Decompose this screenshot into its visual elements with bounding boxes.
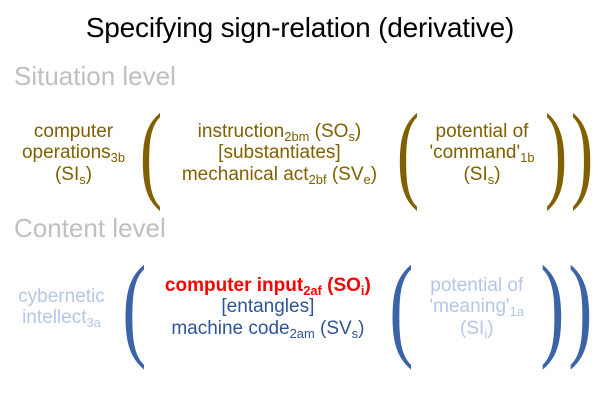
content-nexus-source: computer input2af (SOi) xyxy=(154,275,383,298)
content-potential-open-paren: ( xyxy=(389,242,414,371)
situation-nexus-source-role-close: ) xyxy=(354,121,362,143)
situation-nexus-target-role-close: ) xyxy=(370,163,378,185)
content-nexus-source-role-open: (SO xyxy=(321,275,361,297)
content-agent-cell: cybernetic intellect3a xyxy=(8,286,115,329)
content-close-paren-pair: ) ) xyxy=(533,242,600,371)
situation-nexus-close-paren: ) xyxy=(570,92,594,212)
situation-potential-open-paren: ( xyxy=(396,92,420,212)
situation-nexus-source-role-open: (SO xyxy=(309,121,349,143)
situation-potential-line2-subscript: 1b xyxy=(520,150,535,166)
situation-level-caption: Situation level xyxy=(14,61,176,91)
situation-nexus-cell: instruction2bm (SOs) [substantiates] mec… xyxy=(169,121,390,185)
situation-agent-cell: computer operations3b (SIs) xyxy=(14,121,133,185)
situation-potential-cell: potential of 'command'1b (SIs) xyxy=(426,121,538,185)
situation-agent-line2: operations3b xyxy=(14,142,133,166)
situation-agent-line3: (SIs) xyxy=(14,163,133,187)
situation-potential-line3: (SIs) xyxy=(426,163,538,187)
content-potential-line3-subscript: i xyxy=(484,325,488,341)
content-potential-line3-tail: ) xyxy=(487,317,494,339)
content-potential-close-paren: ) xyxy=(540,242,565,371)
content-nexus-source-role-close: ) xyxy=(364,275,371,297)
content-agent-line1: cybernetic xyxy=(18,285,105,307)
content-nexus-target-subscript: 2am xyxy=(289,325,315,341)
page-title: Specifying sign-relation (derivative) xyxy=(85,12,515,43)
situation-agent-line2-subscript: 3b xyxy=(110,150,126,166)
content-level-row: cybernetic intellect3a ( computer input2… xyxy=(0,242,600,371)
content-nexus-target-text: machine code xyxy=(171,317,290,339)
situation-nexus-source-role-subscript: s xyxy=(348,128,355,144)
content-potential-line2-text: 'meaning' xyxy=(429,296,510,318)
content-nexus-target: machine code2am (SVs) xyxy=(154,317,383,341)
content-nexus-target-role-open: (SV xyxy=(314,317,352,339)
situation-potential-line3-text: (SI xyxy=(463,163,488,185)
situation-nexus-target: mechanical act2bf (SVe) xyxy=(169,163,390,187)
content-level-caption: Content level xyxy=(14,213,166,243)
situation-agent-line3-tail: ) xyxy=(85,163,93,185)
situation-potential-line3-subscript: s xyxy=(487,171,495,187)
content-nexus-target-role-close: ) xyxy=(358,317,365,339)
content-potential-line3: (SIi) xyxy=(421,317,533,341)
situation-close-paren-pair: ) ) xyxy=(538,92,600,212)
situation-potential-line2-text: 'command' xyxy=(429,142,521,164)
content-agent-line2-text: intellect xyxy=(22,307,87,328)
situation-nexus-target-role-open: (SV xyxy=(326,163,364,185)
situation-nexus-target-role-subscript: e xyxy=(363,171,371,187)
situation-level-row: computer operations3b (SIs) ( instructio… xyxy=(0,92,600,212)
content-agent-line2-subscript: 3a xyxy=(86,314,101,330)
content-nexus-close-paren: ) xyxy=(568,242,593,371)
content-potential-line2-subscript: 1a xyxy=(509,304,525,320)
content-nexus-source-role-subscript: i xyxy=(360,282,365,298)
situation-agent-line1: computer xyxy=(33,121,114,143)
content-nexus-target-role-subscript: s xyxy=(351,325,359,341)
content-potential-cell: potential of 'meaning'1a (SIi) xyxy=(421,275,533,339)
situation-nexus-source-subscript: 2bm xyxy=(284,128,310,144)
situation-agent-line3-subscript: s xyxy=(79,171,86,187)
content-potential-line3-text: (SI xyxy=(460,317,485,339)
situation-agent-line3-text: (SI xyxy=(54,163,80,185)
situation-nexus-relation: [substantiates] xyxy=(218,142,341,164)
situation-agent-line2-text: operations xyxy=(21,142,111,164)
situation-nexus-open-paren: ( xyxy=(139,92,163,212)
content-potential-line2: 'meaning'1a xyxy=(421,296,533,320)
situation-nexus-target-text: mechanical act xyxy=(181,163,309,185)
content-nexus-relation: [entangles] xyxy=(221,296,315,318)
content-nexus-source-subscript: 2af xyxy=(303,282,322,298)
content-nexus-cell: computer input2af (SOi) [entangles] mach… xyxy=(154,275,383,339)
situation-potential-close-paren: ) xyxy=(544,92,568,212)
situation-nexus-source: instruction2bm (SOs) xyxy=(169,121,390,144)
content-potential-line1: potential of xyxy=(430,275,524,297)
situation-potential-line1: potential of xyxy=(435,121,529,143)
content-agent-line2: intellect3a xyxy=(8,307,115,330)
situation-potential-line2: 'command'1b xyxy=(426,142,538,166)
content-nexus-open-paren: ( xyxy=(122,242,147,371)
situation-nexus-target-subscript: 2bf xyxy=(308,171,327,187)
situation-nexus-source-text: instruction xyxy=(197,121,285,143)
content-nexus-source-text: computer input xyxy=(164,275,304,297)
situation-potential-line3-tail: ) xyxy=(494,163,501,185)
